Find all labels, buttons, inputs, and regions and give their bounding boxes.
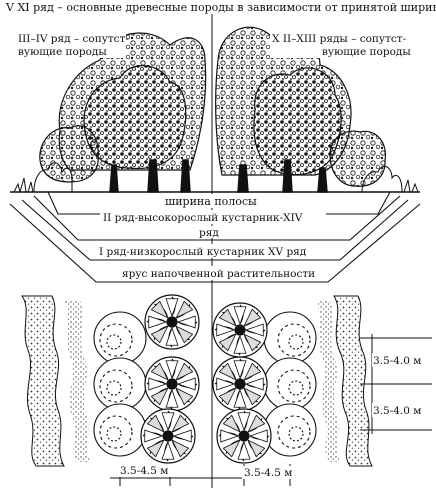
band-tall-shrub — [33, 195, 401, 241]
spacing-label-right: 3.5-4.5 м — [244, 467, 292, 479]
tree-crown-right-mid — [253, 67, 342, 176]
shrub-rows — [13, 162, 419, 193]
spacing-label-left: 3.5-4.5 м — [120, 465, 168, 477]
tree-crown-left-mid — [83, 65, 187, 169]
plan-tree-crown-l1 — [144, 294, 200, 350]
tall-shrub-row-label-2: ряд — [199, 227, 219, 239]
shrub-right-grass — [403, 179, 419, 193]
plan-tree-crown-l2 — [144, 356, 200, 412]
shrub-left-grass — [13, 177, 34, 193]
shrub-right-low — [361, 165, 403, 193]
shrub-circle-l3 — [93, 403, 147, 457]
main-species-label: V XI ряд – основные древесные породы в з… — [5, 1, 436, 14]
shrub-circle-l2 — [93, 357, 147, 411]
row-spacing-label-2: 3.5-4.0 м — [373, 405, 421, 417]
shrub-circle-r3 — [263, 403, 317, 457]
elevation-labels: V XI ряд – основные древесные породы в з… — [2, 0, 436, 280]
low-shrub-row-label: I ряд-низкорослый кустарник XV ряд — [99, 246, 307, 258]
dimension-bands — [9, 191, 421, 283]
plan-tree-crowns — [140, 294, 272, 464]
left-companion-label-1: III–IV ряд – сопутст- — [18, 33, 129, 45]
tree-crowns — [39, 26, 387, 187]
plan-ground-band-inner-left — [64, 300, 90, 462]
trunk-right-1 — [237, 164, 249, 193]
band-low-shrub — [21, 199, 409, 261]
plan-ground-band-right — [333, 295, 373, 467]
trunk-left-2 — [147, 159, 159, 193]
trunk-right-2 — [282, 159, 293, 193]
plan-shrub-circles — [93, 311, 317, 457]
tall-shrub-row-label: II ряд-высокорослый кустарник-XIV — [103, 212, 303, 224]
shrub-circle-r1 — [263, 311, 317, 365]
plan-tree-crown-r2 — [212, 356, 268, 412]
plan-labels: 3.5-4.0 м 3.5-4.0 м 3.5-4.5 м 3.5-4.5 м — [118, 353, 432, 479]
row-spacing-label-1: 3.5-4.0 м — [373, 355, 421, 367]
shrub-circle-r2 — [263, 357, 317, 411]
shrub-circle-l1 — [93, 311, 147, 365]
plan-section: 3.5-4.0 м 3.5-4.0 м 3.5-4.5 м 3.5-4.5 м — [21, 294, 432, 488]
right-companion-label-2: вующие породы — [322, 46, 411, 58]
shrub-left-low — [33, 162, 73, 193]
right-companion-label-1: X II–XIII ряды – сопутст- — [272, 33, 407, 45]
band-ground-cover — [9, 203, 421, 283]
tree-crown-left-small — [39, 125, 99, 183]
plan-ground-band-inner-right — [316, 300, 340, 462]
trunk-left-3 — [180, 159, 191, 193]
belt-width-label: ширина полосы — [165, 195, 257, 208]
elevation-section: V XI ряд – основные древесные породы в з… — [2, 0, 436, 300]
trunk-right-3 — [317, 167, 328, 193]
left-companion-label-2: вующие породы — [18, 46, 107, 58]
trunk-left-1 — [109, 164, 119, 193]
ground-cover-label: ярус напочвенной растительности — [122, 268, 315, 280]
tree-crown-right-small — [329, 130, 387, 187]
plan-tree-crown-l3 — [140, 408, 196, 464]
plan-tree-crown-r1 — [212, 302, 268, 358]
plan-tree-crown-r3 — [216, 408, 272, 464]
plan-ground-band-left — [21, 295, 65, 467]
